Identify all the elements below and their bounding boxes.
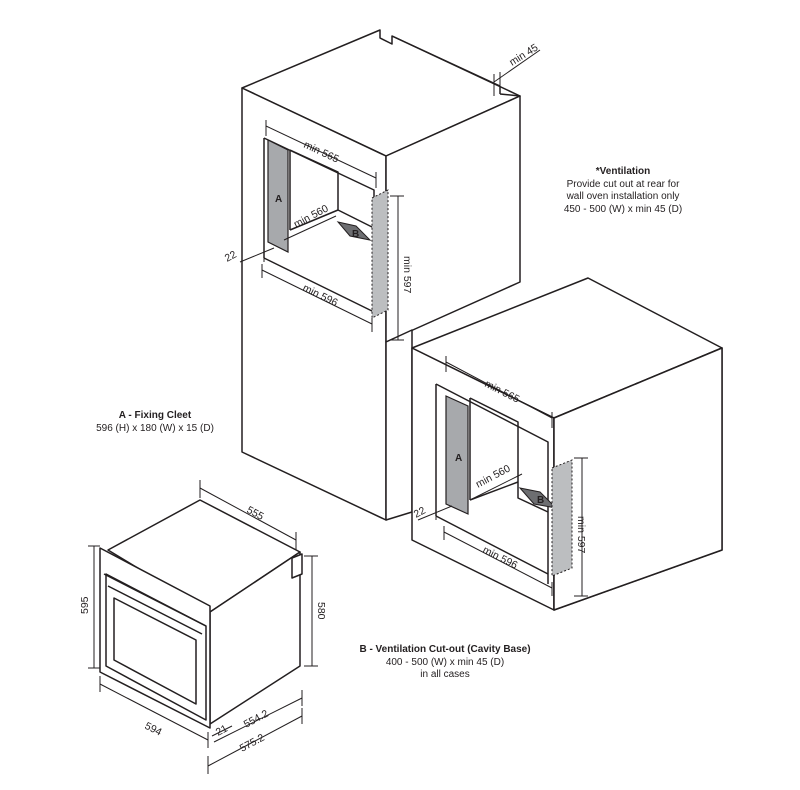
- ventilation-note-title: *Ventilation: [595, 166, 651, 177]
- oven-dim-height-front: 595: [79, 545, 100, 669]
- svg-text:594: 594: [143, 720, 164, 739]
- base-dim-side: 22: [412, 504, 453, 521]
- base-rear-cutout: [551, 459, 573, 577]
- ventilation-cutout-note-title: B - Ventilation Cut-out (Cavity Base): [359, 644, 531, 655]
- svg-text:min 597: min 597: [575, 516, 587, 554]
- base-vent-label: B: [537, 495, 544, 506]
- ventilation-note-line: Provide cut out at rear for: [566, 178, 680, 190]
- tall-dim-side: 22: [223, 246, 275, 265]
- svg-text:555: 555: [245, 504, 266, 523]
- base-cleet-label: A: [455, 453, 462, 464]
- ventilation-note-line: wall oven installation only: [566, 191, 680, 202]
- svg-text:595: 595: [79, 596, 91, 614]
- base-cavity: [435, 383, 549, 584]
- fixing-cleet-note-line: 596 (H) x 180 (W) x 15 (D): [96, 422, 214, 434]
- base-dim-height: min 597: [574, 457, 588, 597]
- tall-vent-label: B: [352, 229, 359, 240]
- ventilation-note-line: 450 - 500 (W) x min 45 (D): [563, 203, 683, 215]
- svg-text:575.2: 575.2: [238, 732, 267, 755]
- oven-dim-height-side: 580: [304, 555, 327, 667]
- oven-handle: [107, 585, 203, 635]
- base-fixing-cleet: [445, 395, 469, 515]
- ventilation-note: *Ventilation Provide cut out at rear for…: [548, 166, 698, 216]
- fixing-cleet-note: A - Fixing Cleet 596 (H) x 180 (W) x 15 …: [80, 410, 230, 435]
- svg-text:22: 22: [223, 248, 239, 264]
- tall-rear-cutout: [371, 189, 389, 319]
- ventilation-cutout-note: B - Ventilation Cut-out (Cavity Base) 40…: [340, 644, 550, 682]
- ventilation-cutout-note-line: 400 - 500 (W) x min 45 (D): [385, 656, 505, 668]
- tall-cabinet: A B min 45 min 565 min 560 2: [223, 29, 540, 521]
- tall-fixing-cleet: [267, 139, 289, 253]
- base-cabinet: A B min 565 min 560 22 min 597: [411, 277, 723, 611]
- fixing-cleet-note-title: A - Fixing Cleet: [118, 410, 192, 421]
- svg-text:min 597: min 597: [401, 256, 413, 294]
- svg-text:580: 580: [315, 602, 327, 620]
- svg-text:554.2: 554.2: [242, 708, 271, 731]
- oven-dim-fascia: 21: [211, 722, 233, 739]
- oven-window: [113, 597, 197, 705]
- oven: 555 595 580 594 21 554.2: [79, 480, 327, 774]
- tall-cleet-label: A: [275, 194, 282, 205]
- ventilation-cutout-note-line: in all cases: [420, 669, 470, 680]
- svg-text:22: 22: [412, 504, 428, 520]
- tall-vent-cutout: [336, 221, 372, 241]
- svg-text:21: 21: [214, 722, 230, 738]
- svg-text:min 45: min 45: [507, 42, 540, 69]
- tall-dim-height: min 597: [390, 195, 413, 341]
